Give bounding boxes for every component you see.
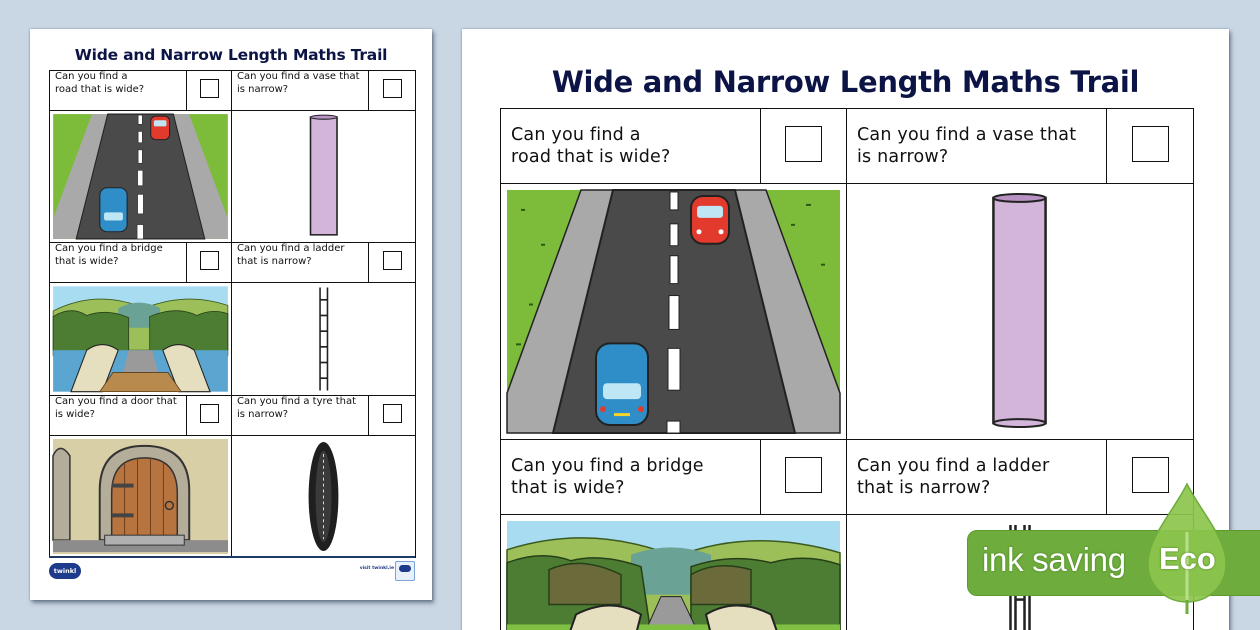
checkbox-bridge[interactable] <box>199 251 219 270</box>
twinkl-logo: twinkl <box>49 563 81 579</box>
road-illustration <box>50 111 231 242</box>
checkbox-door[interactable] <box>199 404 219 423</box>
worksheet-preview-full[interactable]: Wide and Narrow Length Maths Trail Can y… <box>30 29 432 600</box>
bridge-illustration <box>501 515 846 630</box>
picture-row <box>49 282 416 396</box>
vase-illustration <box>847 184 1193 439</box>
checkbox-tyre[interactable] <box>382 404 402 423</box>
eco-word: Eco <box>1159 541 1216 576</box>
eco-label: ink saving <box>982 541 1126 578</box>
quality-badge-icon <box>395 561 415 581</box>
checkbox-ladder[interactable] <box>382 251 402 270</box>
bridge-illustration <box>50 283 231 395</box>
worksheet-title: Wide and Narrow Length Maths Trail <box>551 65 1140 99</box>
picture-row <box>500 183 1194 440</box>
vase-illustration <box>232 111 415 242</box>
picture-row <box>500 514 1194 630</box>
road-illustration <box>501 184 846 439</box>
ladder-illustration <box>232 283 415 395</box>
picture-row <box>49 435 416 558</box>
footer-divider <box>49 556 415 558</box>
checkbox-vase[interactable] <box>382 79 402 98</box>
checkbox-ladder[interactable] <box>1131 457 1169 493</box>
door-illustration <box>50 436 231 557</box>
worksheet-preview-zoomed[interactable]: Wide and Narrow Length Maths Trail Can y… <box>462 29 1229 630</box>
leaf-drop-icon <box>1147 482 1227 614</box>
checkbox-road[interactable] <box>199 79 219 98</box>
worksheet-title: Wide and Narrow Length Maths Trail <box>74 46 388 64</box>
checkbox-road[interactable] <box>785 126 822 162</box>
checkbox-bridge[interactable] <box>785 457 822 493</box>
tyre-illustration <box>232 436 415 557</box>
picture-row <box>49 110 416 243</box>
checkbox-vase[interactable] <box>1131 126 1169 162</box>
visit-text: visit twinkl.ie <box>359 566 394 571</box>
